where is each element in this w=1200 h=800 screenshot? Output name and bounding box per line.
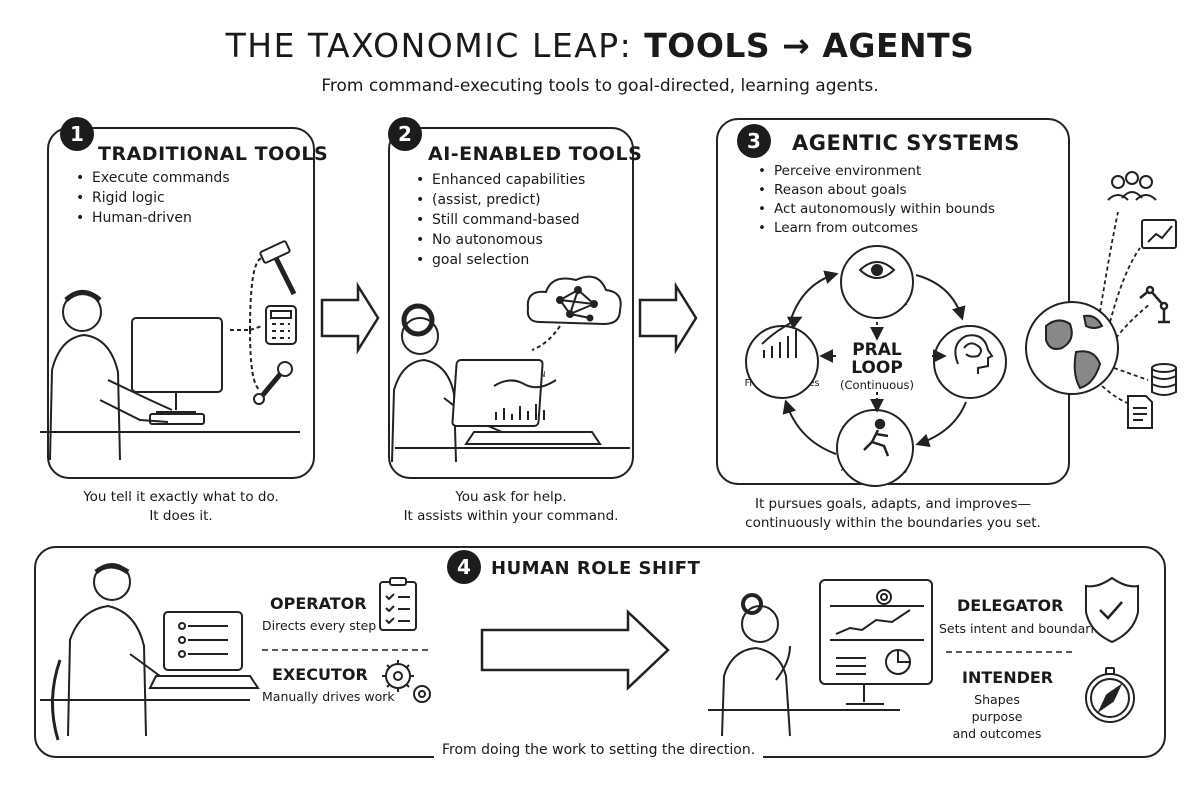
panel3-caption: It pursues goals, adapts, and improves— … xyxy=(745,496,1041,531)
bullet: Human-driven xyxy=(74,208,230,228)
role-intender-title: INTENDER xyxy=(962,668,1054,687)
role-executor-desc: Manually drives work xyxy=(262,689,395,704)
bullet: Perceive environment xyxy=(756,162,995,181)
panel3-title: AGENTIC SYSTEMS xyxy=(792,131,1020,155)
dashboard-outcomes-label: OUTCOMES xyxy=(832,649,871,658)
command-heading: COMMAND: xyxy=(147,331,191,341)
pral-line2: LOOP xyxy=(851,358,903,378)
panel2-caption: You ask for help. It assists within your… xyxy=(403,489,619,524)
bullet: Still command-based xyxy=(414,210,585,230)
bullet: Learn from outcomes xyxy=(756,219,995,238)
role-executor-title: EXECUTOR xyxy=(272,665,368,684)
command-screen-text: COMMAND: ☐ STEP 1 ☐ STEP 2 ☐ STEP 3 xyxy=(147,330,190,378)
bullet-continuation: (assist, predict) xyxy=(414,190,585,210)
panel1-bullets: Execute commands Rigid logic Human-drive… xyxy=(74,168,230,228)
title-prefix: THE TAXONOMIC LEAP: xyxy=(225,26,645,65)
line-chart-board-icon xyxy=(1141,219,1177,249)
bullet: Enhanced capabilities xyxy=(414,170,585,190)
prediction-label: PREDICTION xyxy=(492,400,541,409)
panel4-title: HUMAN ROLE SHIFT xyxy=(491,558,701,579)
bullet: Rigid logic xyxy=(74,188,230,208)
document-icon xyxy=(1127,395,1153,429)
people-group-icon xyxy=(1107,171,1157,201)
command-step: ☐ STEP 1 xyxy=(147,343,191,353)
badge-3: 3 xyxy=(737,124,771,158)
dashboard-goal-label: GOAL xyxy=(834,595,854,604)
arrow-1-to-2 xyxy=(320,281,380,355)
panel3-bullets: Perceive environment Reason about goals … xyxy=(756,162,995,238)
arrow-2-to-3 xyxy=(638,281,698,355)
role-operator-title: OPERATOR xyxy=(270,594,367,613)
command-step: ☐ STEP 2 xyxy=(147,355,191,365)
bullet: No autonomous xyxy=(414,230,585,250)
role-operator-desc: Directs every step xyxy=(262,618,377,633)
panel1-title: TRADITIONAL TOOLS xyxy=(98,143,329,165)
badge-2: 2 xyxy=(388,117,422,151)
page-title: THE TAXONOMIC LEAP: TOOLS → AGENTS xyxy=(0,26,1200,65)
suggestion-label: SUGGESTION xyxy=(497,370,546,379)
robot-arm-icon xyxy=(1139,285,1170,324)
title-bold: TOOLS → AGENTS xyxy=(644,26,975,65)
bullet-continuation: goal selection xyxy=(414,250,585,270)
bullet: Reason about goals xyxy=(756,181,995,200)
panel1-caption: You tell it exactly what to do. It does … xyxy=(83,489,279,524)
panel2-bullets: Enhanced capabilities (assist, predict) … xyxy=(414,170,585,270)
role-delegator-title: DELEGATOR xyxy=(957,596,1064,615)
badge-1: 1 xyxy=(60,117,94,151)
pral-loop-center: PRAL LOOP (Continuous) xyxy=(824,341,930,393)
command-step: ☐ STEP 3 xyxy=(147,367,191,377)
database-icon xyxy=(1151,363,1177,396)
page-subtitle: From command-executing tools to goal-dir… xyxy=(321,76,879,96)
bullet: Execute commands xyxy=(74,168,230,188)
globe-connectors xyxy=(1099,211,1151,405)
role-intender-desc: Shapes purpose and outcomes xyxy=(952,692,1042,741)
panel4-footer: From doing the work to setting the direc… xyxy=(434,742,764,758)
panel2-title: AI-ENABLED TOOLS xyxy=(428,143,643,165)
badge-4: 4 xyxy=(447,550,481,584)
bullet: Act autonomously within bounds xyxy=(756,200,995,219)
role-delegator-desc: Sets intent and boundaries xyxy=(939,621,1109,636)
pral-line1: PRAL xyxy=(852,340,902,360)
dashboard-progress-label: PROGRESS xyxy=(832,618,871,627)
pral-line3: (Continuous) xyxy=(840,378,914,392)
